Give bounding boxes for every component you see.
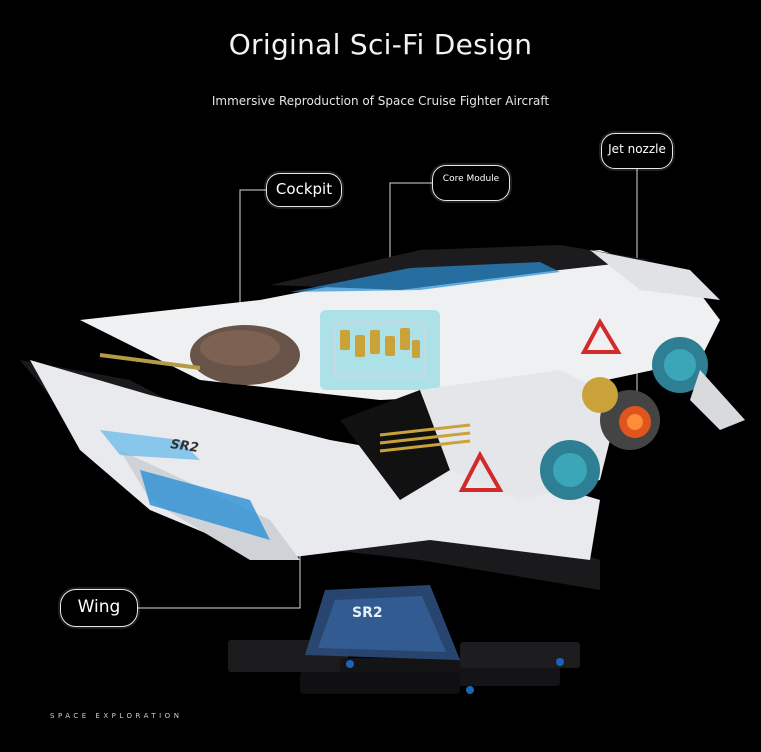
callout-cockpit: Cockpit <box>266 173 342 207</box>
display-stand: SR2 <box>228 585 580 694</box>
hull-code: SR2 <box>169 437 199 456</box>
callout-jet-nozzle: Jet nozzle <box>601 133 673 169</box>
thruster-cluster <box>540 337 708 500</box>
callout-core-module: Core Module <box>432 165 510 201</box>
stand-logo: SR2 <box>352 605 383 621</box>
footer-caption: SPACE EXPLORATION <box>50 712 183 720</box>
warning-triangle-lower <box>458 450 504 492</box>
core-module <box>320 310 440 390</box>
page-subtitle: Immersive Reproduction of Space Cruise F… <box>211 94 550 108</box>
callout-wing: Wing <box>60 589 138 627</box>
page-title: Original Sci-Fi Design <box>228 28 533 61</box>
warning-triangle-upper <box>580 317 622 354</box>
ship-body: SR2 <box>20 245 745 590</box>
